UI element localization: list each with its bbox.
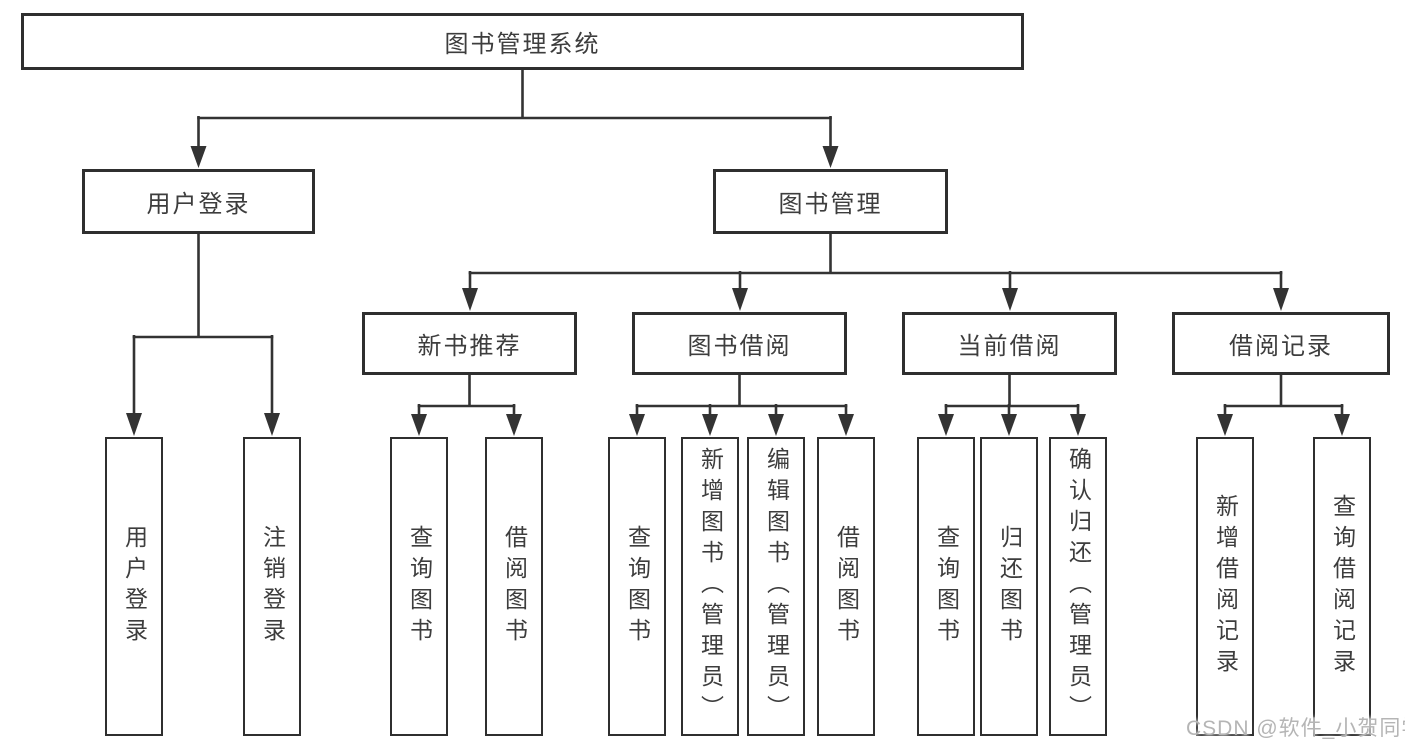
connector-book-management-children xyxy=(462,234,1289,311)
leaf-borrow-books: 借阅图书 xyxy=(817,437,875,736)
node-label: 新增借阅记录 xyxy=(1212,493,1239,680)
leaf-edit-books-admin: 编辑图书（管理员） xyxy=(747,437,805,736)
node-borrow-records: 借阅记录 xyxy=(1172,312,1390,375)
leaf-query-books-current: 查询图书 xyxy=(917,437,975,736)
connector-root-to-level2 xyxy=(190,70,839,168)
node-label: 归还图书 xyxy=(996,524,1023,649)
node-user-login: 用户登录 xyxy=(82,169,315,234)
node-label: 借阅记录 xyxy=(1229,333,1333,360)
node-label: 用户登录 xyxy=(121,524,148,649)
connector-new-book-recommend-children xyxy=(411,374,522,436)
node-book-borrow: 图书借阅 xyxy=(632,312,847,375)
node-label: 图书管理系统 xyxy=(444,31,601,58)
node-label: 借阅图书 xyxy=(501,524,528,649)
connector-user-login-children xyxy=(126,233,280,436)
leaf-confirm-return-admin: 确认归还（管理员） xyxy=(1049,437,1107,736)
leaf-add-borrow-record: 新增借阅记录 xyxy=(1196,437,1254,736)
node-label: 新增图书（管理员） xyxy=(697,447,724,726)
csdn-watermark: CSDN @软件_小贺同学 xyxy=(1186,717,1405,740)
leaf-query-books-borrow: 查询图书 xyxy=(608,437,666,736)
leaf-return-books: 归还图书 xyxy=(980,437,1038,736)
node-label: 查询图书 xyxy=(406,524,433,649)
node-label: 编辑图书（管理员） xyxy=(763,447,790,726)
connector-borrow-records-children xyxy=(1217,374,1350,436)
node-library-management-system: 图书管理系统 xyxy=(21,13,1024,70)
leaf-borrow-books-recommend: 借阅图书 xyxy=(485,437,543,736)
connector-book-borrow-children xyxy=(629,374,854,436)
node-new-book-recommend: 新书推荐 xyxy=(362,312,577,375)
node-label: 查询借阅记录 xyxy=(1329,493,1356,680)
node-label: 用户登录 xyxy=(146,191,251,218)
leaf-query-borrow-record: 查询借阅记录 xyxy=(1313,437,1371,736)
node-label: 新书推荐 xyxy=(417,333,522,360)
leaf-logout-login: 注销登录 xyxy=(243,437,301,736)
node-label: 借阅图书 xyxy=(833,524,860,649)
node-label: 注销登录 xyxy=(259,524,286,649)
node-current-borrow: 当前借阅 xyxy=(902,312,1117,375)
node-label: 图书管理 xyxy=(778,191,883,218)
node-book-management: 图书管理 xyxy=(713,169,948,234)
node-label: 当前借阅 xyxy=(957,333,1062,360)
leaf-user-login: 用户登录 xyxy=(105,437,163,736)
node-label: 查询图书 xyxy=(624,524,651,649)
node-label: 图书借阅 xyxy=(687,333,792,360)
connector-current-borrow-children xyxy=(938,374,1086,436)
leaf-query-books-recommend: 查询图书 xyxy=(390,437,448,736)
node-label: 查询图书 xyxy=(933,524,960,649)
node-label: 确认归还（管理员） xyxy=(1065,447,1092,726)
leaf-add-books-admin: 新增图书（管理员） xyxy=(681,437,739,736)
